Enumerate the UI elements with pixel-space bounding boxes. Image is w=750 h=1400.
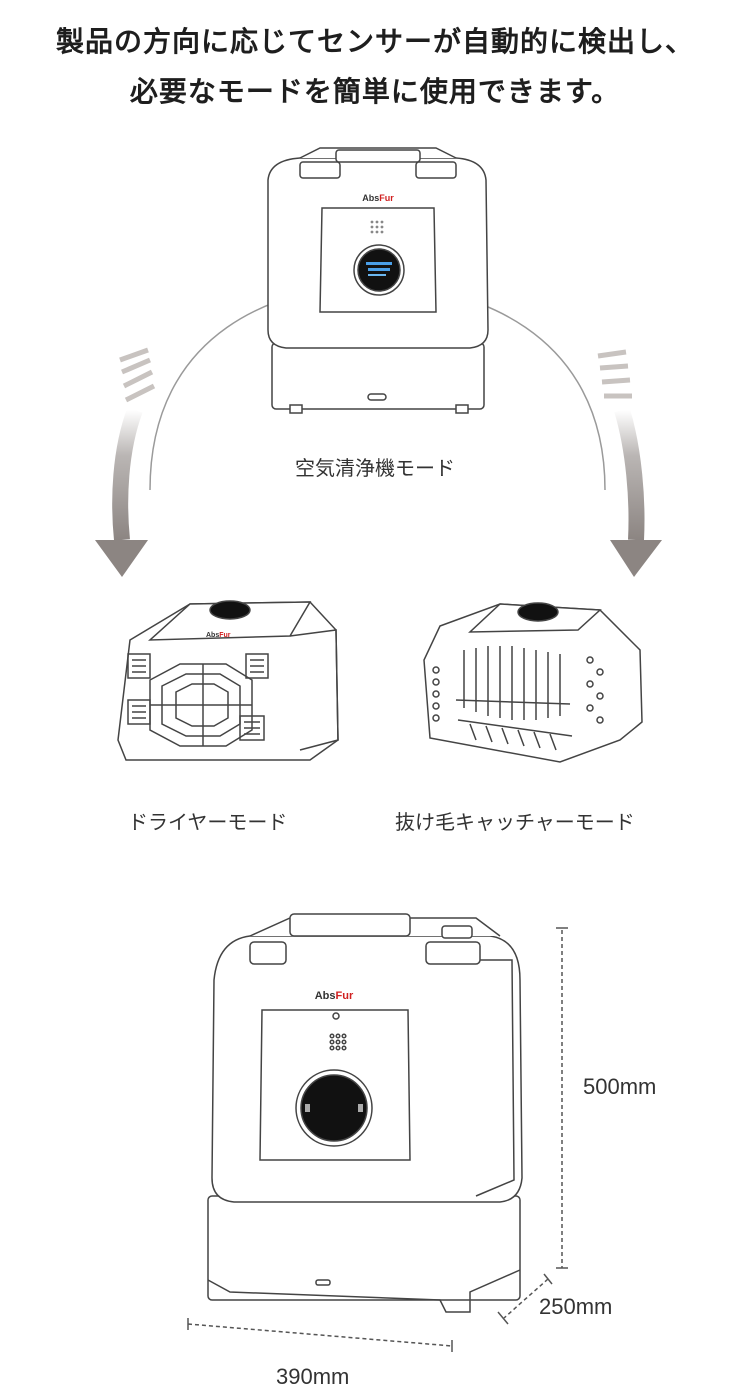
dryer-mode-label: ドライヤーモード <box>128 810 288 834</box>
dimension-device <box>207 913 523 1313</box>
purifier-mode-device <box>267 147 489 414</box>
brand-logo-dryer: AbsFur <box>206 632 231 639</box>
width-dimension-line <box>187 1318 453 1352</box>
brand-logo-top: AbsFur <box>362 193 394 203</box>
headline-line-2: 必要なモードを簡単に使用できます。 <box>129 75 621 108</box>
depth-dimension-label: 250mm <box>539 1294 613 1319</box>
headline-line-1: 製品の方向に応じてセンサーが自動的に検出し、 <box>55 25 694 58</box>
catcher-mode-device <box>423 602 643 763</box>
height-dimension-label: 500mm <box>583 1074 657 1099</box>
width-dimension-label: 390mm <box>276 1364 350 1389</box>
left-arrow-icon <box>95 347 156 577</box>
height-dimension-line <box>556 927 568 1269</box>
catcher-mode-label: 抜け毛キャッチャーモード <box>395 810 635 834</box>
brand-logo-bottom: AbsFur <box>315 990 354 1002</box>
depth-dimension-line <box>497 1273 553 1325</box>
dryer-mode-device <box>117 600 339 761</box>
right-arrow-icon <box>597 349 662 577</box>
purifier-mode-label: 空気清浄機モード <box>295 456 455 480</box>
